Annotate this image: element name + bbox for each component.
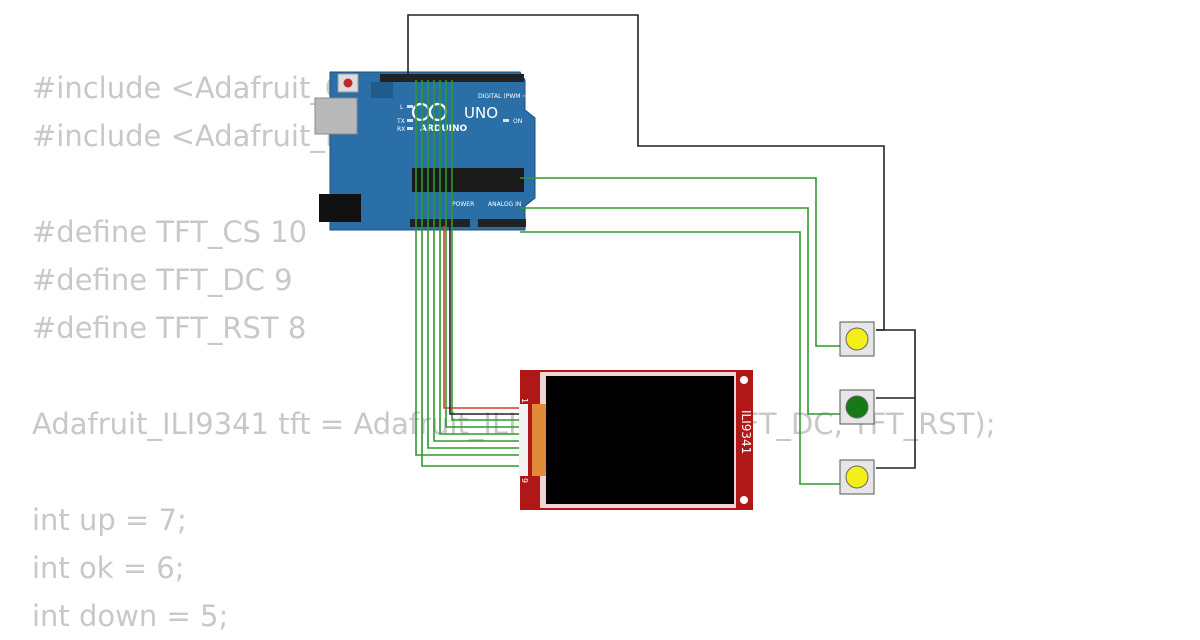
analog-header bbox=[478, 219, 526, 227]
wire-tft-gnd bbox=[449, 226, 520, 415]
wire-tft-4 bbox=[433, 80, 520, 442]
code-line: #define TFT_DC 9 bbox=[32, 263, 293, 297]
pushbutton-cap bbox=[845, 327, 869, 351]
arduino-model-label: UNO bbox=[464, 104, 498, 122]
wire-tft-2 bbox=[421, 80, 520, 467]
reset-button-knob bbox=[343, 78, 353, 88]
wire-tft-vcc bbox=[443, 226, 520, 409]
wire-tft-7 bbox=[451, 80, 520, 421]
wires bbox=[407, 14, 916, 485]
power-jack bbox=[319, 194, 361, 222]
pushbutton-cap bbox=[845, 395, 869, 419]
wire-button-gnd bbox=[876, 329, 916, 469]
pushbutton-cap bbox=[845, 465, 869, 489]
ili9341-tft-display[interactable]: ILI9341 1 9 bbox=[519, 370, 753, 510]
usb-port bbox=[314, 97, 358, 135]
wire-tft-1 bbox=[415, 80, 520, 456]
pushbutton-ok[interactable] bbox=[839, 389, 875, 425]
arduino-brand-label: ARDUINO bbox=[420, 124, 468, 134]
arduino-uno-board[interactable]: ARDUINO UNO DIGITAL (PWM ~) ANALOG IN PO… bbox=[314, 71, 536, 231]
on-led-label: ON bbox=[513, 118, 522, 125]
tx-led bbox=[407, 119, 413, 122]
pushbutton-down[interactable] bbox=[839, 459, 875, 495]
tft-pin-header bbox=[519, 404, 528, 476]
code-line: int down = 5; bbox=[32, 599, 229, 633]
analog-header-label: ANALOG IN bbox=[488, 201, 521, 208]
rx-led bbox=[407, 127, 413, 130]
tft-model-label: ILI9341 bbox=[739, 410, 753, 454]
code-line: int ok = 6; bbox=[32, 551, 185, 585]
wire-tft-5 bbox=[439, 80, 520, 435]
code-line: #define TFT_CS 10 bbox=[32, 215, 308, 249]
wire-down bbox=[520, 231, 840, 485]
power-header-label: POWER bbox=[452, 201, 474, 208]
tx-led-label: TX bbox=[396, 118, 405, 125]
tft-pin-first-label: 1 bbox=[520, 398, 529, 403]
wire-ok bbox=[520, 207, 840, 415]
l-led-label: L bbox=[400, 104, 404, 111]
digital-header-label: DIGITAL (PWM ~) bbox=[478, 93, 530, 100]
pushbuttons bbox=[839, 321, 875, 495]
wire-up bbox=[520, 177, 840, 347]
on-led bbox=[503, 119, 509, 122]
tft-mount-hole bbox=[740, 376, 748, 384]
pushbutton-up[interactable] bbox=[839, 321, 875, 357]
l-led bbox=[407, 105, 413, 108]
atmega-chip bbox=[412, 168, 524, 192]
tft-screen bbox=[546, 376, 734, 504]
wire-tft-6 bbox=[445, 80, 520, 428]
code-line: int up = 7; bbox=[32, 503, 187, 537]
tft-pin-last-label: 9 bbox=[520, 478, 529, 483]
tft-flex-cable bbox=[532, 404, 546, 476]
code-line: #define TFT_RST 8 bbox=[32, 311, 307, 345]
icsp-header bbox=[371, 82, 393, 98]
rx-led-label: RX bbox=[397, 126, 405, 133]
wire-tft-3 bbox=[427, 80, 520, 449]
tft-mount-hole bbox=[740, 496, 748, 504]
digital-header bbox=[380, 74, 524, 82]
